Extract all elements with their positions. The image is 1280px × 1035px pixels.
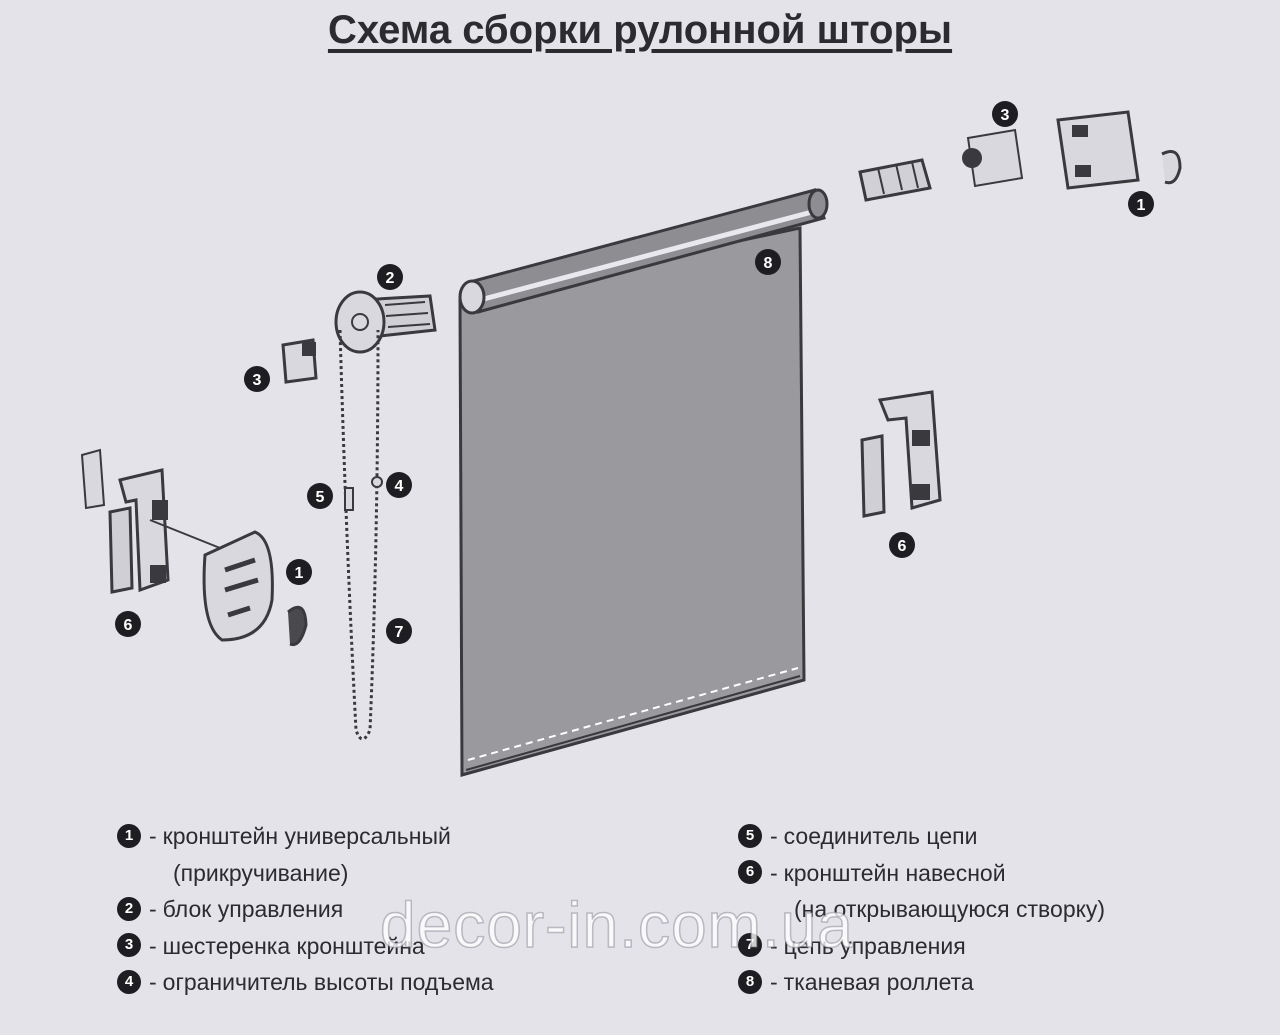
legend-number-badge: 3 (117, 933, 141, 958)
callout-badges: 1 1 2 3 3 4 5 6 6 7 8 (115, 101, 1154, 644)
assembly-diagram: 1 1 2 3 3 4 5 6 6 7 8 (80, 101, 1182, 777)
legend-text: кронштейн универсальный (162, 823, 451, 849)
callout-1-left: 1 (286, 559, 312, 585)
svg-text:8: 8 (764, 255, 773, 272)
svg-text:7: 7 (395, 624, 404, 641)
legend-text: (на открывающуюся створку) (794, 896, 1106, 922)
fabric-roll-blind (458, 226, 806, 777)
legend-item: (прикручивание) (117, 855, 494, 892)
legend-item: 3-шестеренка кронштейна (117, 928, 494, 965)
svg-text:1: 1 (295, 565, 304, 582)
legend-item: 7-цепь управления (738, 928, 1105, 965)
callout-1-right: 1 (1128, 191, 1154, 217)
svg-text:1: 1 (1137, 197, 1146, 214)
legend-number-badge: 1 (117, 823, 141, 848)
end-plug-right (858, 158, 932, 202)
legend-item: 6-кронштейн навесной (738, 855, 1105, 892)
svg-text:5: 5 (316, 489, 325, 506)
svg-text:4: 4 (395, 478, 404, 495)
legend-text: цепь управления (783, 932, 966, 959)
svg-text:6: 6 (898, 538, 907, 555)
legend-text: шестеренка кронштейна (162, 932, 425, 959)
watermark: decor-in.com.ua (379, 888, 854, 962)
legend-number-badge: 5 (738, 823, 762, 848)
legend-item: (на открывающуюся створку) (738, 891, 1105, 928)
legend-right: 5-соединитель цепи 6-кронштейн навесной … (738, 818, 1105, 1001)
legend-text: блок управления (162, 896, 344, 922)
legend-text: соединитель цепи (783, 823, 978, 849)
legend-text: тканевая роллета (783, 969, 974, 995)
svg-text:3: 3 (1001, 107, 1010, 124)
callout-2: 2 (377, 264, 403, 290)
callout-8: 8 (755, 249, 781, 275)
legend-item: 1-кронштейн универсальный (117, 818, 494, 855)
svg-text:6: 6 (124, 617, 133, 634)
hanging-bracket-left (80, 448, 251, 594)
legend-text: кронштейн навесной (783, 859, 1006, 886)
callout-3-left: 3 (244, 366, 270, 392)
roller-tube (458, 188, 829, 315)
control-chain (338, 329, 383, 741)
legend-item: 8-тканевая роллета (738, 964, 1105, 1001)
callout-7: 7 (386, 618, 412, 644)
universal-bracket-right (1056, 110, 1182, 190)
callout-3-right: 3 (992, 101, 1018, 127)
height-limiter (371, 476, 383, 488)
callout-5: 5 (307, 483, 333, 509)
bracket-gear-right (962, 128, 1024, 188)
hanging-bracket-right (860, 390, 942, 518)
svg-text:2: 2 (386, 270, 395, 287)
legend-item: 5-соединитель цепи (738, 818, 1105, 855)
legend-item: 4-ограничитель высоты подъема (117, 964, 494, 1001)
page-title: Схема сборки рулонной шторы (327, 8, 953, 52)
legend-number-badge: 4 (117, 969, 141, 994)
bracket-gear-left (281, 338, 318, 384)
legend-left: 1-кронштейн универсальный (прикручивание… (117, 818, 494, 1001)
control-block (334, 290, 437, 354)
chain-connector (344, 487, 354, 511)
legend-item: 2-блок управления (117, 891, 494, 928)
legend-number-badge: 7 (738, 933, 762, 958)
universal-bracket-left (202, 530, 308, 647)
callout-6-right: 6 (889, 532, 915, 558)
legend-number-badge: 2 (117, 896, 141, 921)
callout-6-left: 6 (115, 611, 141, 637)
legend-number-badge: 6 (738, 860, 762, 885)
callout-4: 4 (386, 472, 412, 498)
svg-text:3: 3 (253, 372, 262, 389)
legend-number-badge: 8 (738, 969, 762, 994)
legend-text: (прикручивание) (173, 859, 349, 886)
legend-text: ограничитель высоты подъема (162, 969, 494, 995)
